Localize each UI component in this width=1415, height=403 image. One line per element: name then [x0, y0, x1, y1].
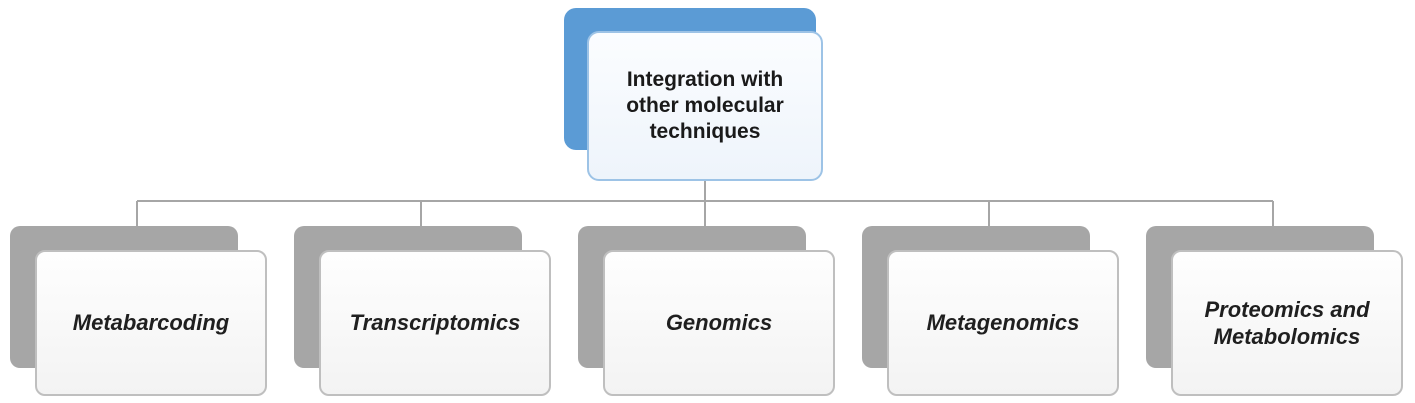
node-metagenomics: Metagenomics: [862, 226, 1119, 396]
node-root-label: Integration with other molecular techniq…: [626, 67, 784, 144]
node-metabarcoding-label: Metabarcoding: [72, 310, 230, 336]
node-transcriptomics-box: Transcriptomics: [319, 250, 551, 396]
node-metagenomics-label: Metagenomics: [926, 310, 1080, 336]
node-proteomics-metabolomics: Proteomics and Metabolomics: [1146, 226, 1403, 396]
node-genomics-box: Genomics: [603, 250, 835, 396]
node-proteomics-metabolomics-label: Proteomics and Metabolomics: [1204, 296, 1370, 350]
node-genomics-label: Genomics: [665, 310, 773, 336]
node-transcriptomics-label: Transcriptomics: [349, 310, 521, 336]
node-genomics: Genomics: [578, 226, 835, 396]
node-proteomics-metabolomics-box: Proteomics and Metabolomics: [1171, 250, 1403, 396]
node-metabarcoding-box: Metabarcoding: [35, 250, 267, 396]
node-metabarcoding: Metabarcoding: [10, 226, 267, 396]
node-metagenomics-box: Metagenomics: [887, 250, 1119, 396]
node-root-box: Integration with other molecular techniq…: [587, 31, 823, 181]
node-transcriptomics: Transcriptomics: [294, 226, 551, 396]
